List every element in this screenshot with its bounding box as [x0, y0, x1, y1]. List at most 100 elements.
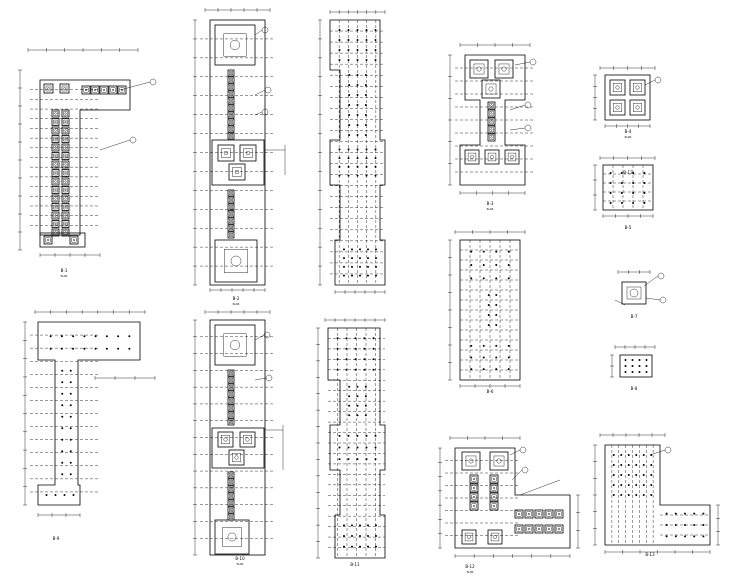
pile-cap-d5: [629, 79, 646, 96]
pile-cap-inner: [110, 87, 116, 93]
pile-cap-d11: [228, 449, 245, 466]
pile-cap-d13: [489, 474, 499, 484]
pile-circle: [72, 238, 76, 242]
rebar-d10: [61, 450, 64, 453]
rebar-d7: [495, 368, 498, 371]
pile-cap-inner: [489, 135, 494, 140]
pile-cap-inner: [546, 526, 552, 532]
pile-cap-d4: [481, 79, 501, 99]
rebar-d10: [61, 438, 64, 441]
rebar-d3: [365, 59, 368, 61]
pile-cap-d2: [227, 118, 235, 126]
pile-circle: [490, 120, 493, 123]
pile-circle: [230, 121, 232, 123]
rebar-d3: [359, 248, 361, 251]
slab-outline-d13: [454, 447, 571, 549]
rebar-d7: [507, 368, 510, 371]
pile-circle: [54, 163, 57, 166]
pile-cap-d1: [99, 85, 109, 95]
pile-cap-d1: [43, 83, 54, 94]
callout-bubble: [659, 296, 667, 304]
rebar-d6: [632, 192, 635, 194]
footing-d2: [211, 139, 265, 186]
pile-cap-inner: [53, 179, 58, 184]
pile-circle: [63, 87, 66, 90]
pile-cap-d1: [51, 228, 60, 237]
pile-cap-inner: [232, 453, 241, 462]
pile-cap-inner: [491, 485, 497, 491]
rebar-d12: [367, 535, 369, 537]
pile-cap-inner: [490, 532, 500, 542]
rebar-d3: [347, 39, 350, 41]
pile-circle: [230, 79, 232, 81]
pile-circle: [54, 171, 57, 175]
pile-cap-d1: [51, 160, 60, 169]
rebar-d9: [645, 359, 648, 361]
rebar-d14: [665, 524, 668, 526]
rebar-d10: [61, 461, 64, 464]
rebar-d14: [612, 454, 615, 456]
rebar-d12: [354, 337, 357, 340]
rebar-d12: [372, 337, 375, 340]
pile-cap-d4: [487, 101, 496, 110]
rebar-d14: [642, 484, 645, 486]
pile-cap-d13: [461, 451, 481, 471]
pile-circle: [537, 527, 541, 531]
callout-bubble: [521, 466, 529, 474]
rebar-d6: [632, 182, 635, 184]
pile-cap-inner: [471, 476, 477, 482]
pile-circle: [54, 222, 57, 226]
rebar-d14: [684, 524, 686, 526]
pile-cap-inner: [229, 198, 233, 202]
leader-d8: [645, 297, 661, 301]
pile-cap-inner: [229, 127, 233, 131]
slab-outline-d3: [329, 19, 386, 286]
rebar-d10: [105, 335, 108, 338]
pile-cap-inner: [53, 170, 58, 176]
pile-cap-d11: [227, 376, 235, 384]
pile-cap-inner: [63, 204, 68, 210]
rebar-d3: [356, 104, 359, 106]
pile-circle: [476, 66, 482, 72]
callout-bubble: [664, 446, 672, 454]
rebar-d3: [356, 114, 359, 116]
rebar-d14: [665, 512, 668, 515]
rebar-d7: [507, 356, 510, 359]
pile-circle: [223, 437, 228, 442]
rebar-d3: [359, 274, 361, 277]
rebar-d3: [356, 148, 359, 151]
callout-bubble: [129, 136, 137, 144]
rebar-d7: [487, 314, 490, 316]
pile-cap-inner: [493, 455, 505, 467]
rebar-d14: [612, 484, 615, 486]
pile-circle: [557, 512, 561, 516]
pile-circle: [54, 188, 57, 192]
pile-circle: [229, 40, 240, 51]
pile-circle: [517, 512, 521, 516]
pile-cap-inner: [221, 148, 231, 158]
pile-cap-d1: [61, 220, 70, 228]
rebar-d3: [374, 39, 377, 41]
leader-d4: [514, 61, 531, 66]
rebar-d6: [643, 202, 646, 204]
rebar-d10: [72, 335, 75, 338]
subcaption-d1: PLAN: [61, 274, 68, 278]
rebar-d3: [365, 29, 368, 31]
pile-cap-d2: [227, 111, 235, 119]
pile-cap-inner: [507, 152, 517, 162]
pile-cap-inner: [101, 87, 107, 93]
rebar-d12: [356, 434, 359, 437]
rebar-d6: [643, 192, 646, 194]
pile-cap-d11: [227, 369, 235, 377]
pile-cap-d5: [609, 79, 626, 96]
rebar-d12: [365, 458, 368, 461]
rebar-d3: [356, 157, 359, 160]
pile-circle: [230, 135, 232, 137]
rebar-d12: [351, 535, 353, 537]
rebar-d3: [343, 274, 345, 277]
rebar-d10: [128, 347, 131, 350]
pile-cap-d2: [227, 210, 235, 218]
rebar-d12: [374, 434, 377, 437]
rebar-d10: [63, 494, 66, 496]
pile-cap-inner: [229, 385, 233, 389]
